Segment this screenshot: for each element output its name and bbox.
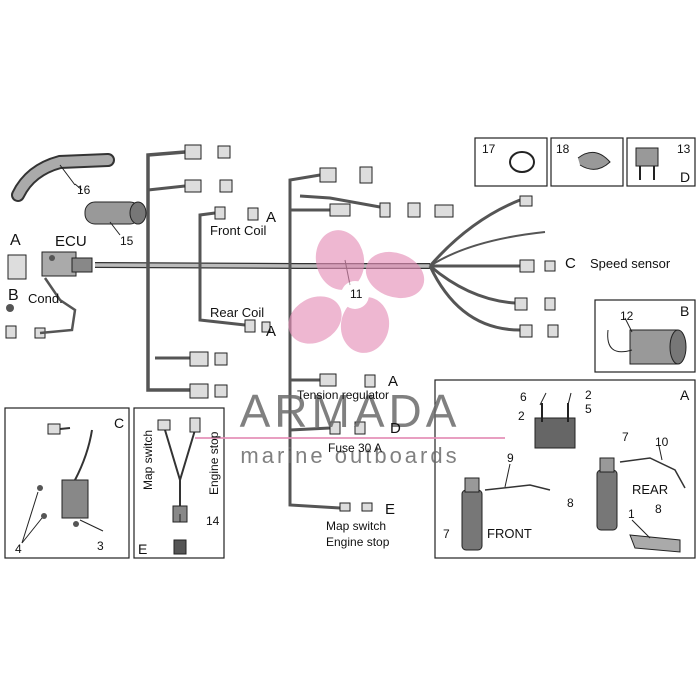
watermark-brand: ARMADA bbox=[240, 385, 461, 437]
detail-box-a bbox=[434, 379, 696, 559]
part-number-1: 1 bbox=[628, 507, 635, 521]
ecu-label: ECU bbox=[55, 233, 87, 250]
part-number-14: 14 bbox=[206, 514, 220, 528]
relay-part-3 bbox=[37, 423, 93, 527]
clamp-part-18 bbox=[577, 151, 611, 170]
tension-regulator-label: Tension regulator bbox=[297, 388, 389, 402]
part-number-7b: 7 bbox=[443, 527, 450, 541]
detail-box-13 bbox=[626, 137, 696, 187]
part-number-8a: 8 bbox=[567, 496, 574, 510]
rear-label: REAR bbox=[632, 482, 668, 497]
connectors bbox=[5, 144, 559, 512]
part-number-15: 15 bbox=[120, 234, 134, 248]
cond-label: Cond. bbox=[28, 291, 63, 306]
ignition-coils bbox=[461, 403, 686, 553]
part-number-3: 3 bbox=[97, 539, 104, 553]
part-number-10: 10 bbox=[655, 435, 669, 449]
watermark: ARMADA marine outboards bbox=[195, 230, 505, 468]
fuse-label: Fuse 30 A bbox=[328, 441, 382, 455]
cylinder-part-12 bbox=[607, 329, 687, 365]
map-switch-vertical-label: Map switch bbox=[141, 430, 155, 490]
letter-c-box: C bbox=[114, 415, 124, 431]
detail-box-18 bbox=[550, 137, 624, 187]
letter-e-map: E bbox=[385, 501, 395, 518]
rear-coil-label: Rear Coil bbox=[210, 305, 264, 320]
ecu-unit bbox=[41, 251, 93, 277]
letter-a-rear-coil: A bbox=[266, 323, 276, 340]
letter-b-cond: B bbox=[8, 287, 19, 304]
text-labels: ECU A B Cond. Front Coil A Rear Coil A C… bbox=[8, 142, 691, 557]
part-number-4: 4 bbox=[15, 542, 22, 556]
letter-a-tension: A bbox=[388, 373, 398, 390]
front-label: FRONT bbox=[487, 526, 532, 541]
part-number-13: 13 bbox=[677, 142, 691, 156]
switch-harness-part-14 bbox=[157, 417, 201, 555]
watermark-tagline: marine outboards bbox=[240, 443, 459, 468]
propeller-logo bbox=[288, 230, 425, 353]
letter-a-ecu: A bbox=[10, 232, 21, 249]
letter-c-speed: C bbox=[565, 255, 576, 272]
letter-d-box: D bbox=[680, 169, 690, 185]
cond-wire bbox=[39, 277, 77, 335]
sleeve-part-15 bbox=[84, 201, 147, 236]
part-number-6: 6 bbox=[520, 390, 527, 404]
speed-sensor-label: Speed sensor bbox=[590, 256, 671, 271]
letter-e-box: E bbox=[138, 541, 147, 557]
letter-a-box: A bbox=[680, 387, 690, 403]
part-number-2a: 2 bbox=[518, 409, 525, 423]
engine-stop-vertical-label: Engine stop bbox=[207, 431, 221, 495]
detail-box-17 bbox=[474, 137, 548, 187]
part-number-11: 11 bbox=[350, 287, 363, 301]
part-number-8b: 8 bbox=[655, 502, 662, 516]
front-coil-label: Front Coil bbox=[210, 223, 266, 238]
clip-part-17 bbox=[509, 151, 535, 173]
part-number-16: 16 bbox=[77, 183, 91, 197]
part-number-7a: 7 bbox=[622, 430, 629, 444]
map-switch-label: Map switch bbox=[326, 519, 386, 533]
letter-a-front-coil: A bbox=[266, 209, 276, 226]
part-number-17: 17 bbox=[482, 142, 496, 156]
engine-stop-label: Engine stop bbox=[326, 535, 390, 549]
part-number-12: 12 bbox=[620, 309, 634, 323]
part-number-9: 9 bbox=[507, 451, 514, 465]
fuse-part-13 bbox=[635, 147, 659, 180]
detail-box-c bbox=[4, 407, 130, 559]
letter-b-box: B bbox=[680, 303, 689, 319]
part-number-18: 18 bbox=[556, 142, 570, 156]
detail-box-e bbox=[133, 407, 225, 559]
letter-d-fuse: D bbox=[390, 420, 401, 437]
detail-box-b bbox=[594, 299, 696, 373]
part-number-5: 5 bbox=[585, 402, 592, 416]
part-number-2b: 2 bbox=[585, 388, 592, 402]
cond-ring bbox=[6, 304, 14, 312]
